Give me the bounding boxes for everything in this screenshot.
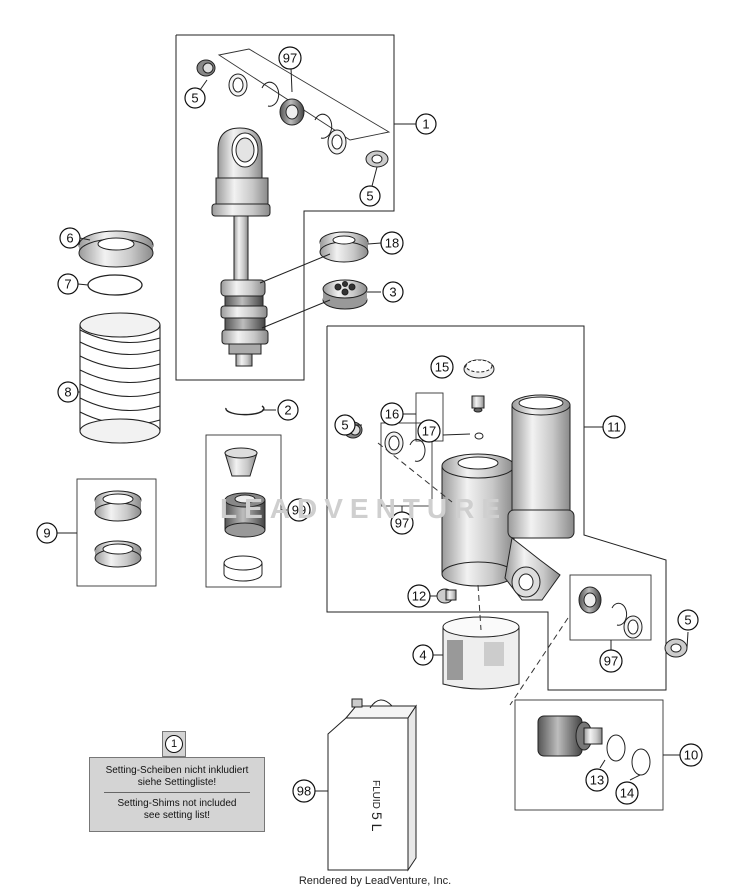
svg-text:9: 9 [43, 526, 50, 541]
setting-shims-note: Setting-Scheiben nicht inkludiert siehe … [89, 757, 265, 832]
part-5-bushing-top [196, 59, 216, 77]
callout-4: 4 [412, 644, 434, 666]
callout-7: 7 [57, 273, 79, 295]
note-line-german-1: Setting-Scheiben nicht inkludiert [105, 765, 249, 776]
callout-97-middle: 97 [390, 511, 414, 535]
part-97-shim-set-top [228, 73, 347, 155]
svg-text:12: 12 [412, 589, 426, 604]
callout-5-reservoir: 5 [334, 414, 356, 436]
svg-text:99: 99 [292, 503, 306, 518]
part-3-valve [322, 279, 368, 310]
svg-text:10: 10 [684, 748, 698, 763]
callout-98: 98 [292, 779, 316, 803]
svg-text:97: 97 [283, 51, 297, 66]
note-line-german-2: siehe Settingliste! [137, 777, 217, 788]
part-7-retaining-ring [87, 274, 143, 296]
part-16-valve [471, 395, 485, 413]
part-15-cap [463, 359, 495, 379]
callout-5-top-right: 5 [359, 185, 381, 207]
leader-18 [259, 253, 331, 284]
group-box-99 [205, 434, 282, 588]
part-97-shims-lower [578, 586, 643, 639]
callout-97-lower: 97 [599, 649, 623, 673]
group-box-shim-set-97-top [217, 48, 391, 141]
callout-18: 18 [380, 231, 404, 255]
svg-text:16: 16 [385, 407, 399, 422]
part-1-shock-body [211, 127, 271, 367]
part-98-fluid-can [327, 698, 417, 872]
svg-text:1: 1 [422, 117, 429, 132]
callout-16: 16 [380, 402, 404, 426]
svg-text:98: 98 [297, 784, 311, 799]
group-box-shock-absorber [175, 34, 395, 381]
part-18-washer [319, 231, 369, 263]
callout-2: 2 [277, 399, 299, 421]
callout-1: 1 [415, 113, 437, 135]
callout-6: 6 [59, 227, 81, 249]
render-credit: Rendered by LeadVenture, Inc. [298, 875, 452, 887]
part-99-seal-kit [223, 447, 266, 582]
callout-8: 8 [57, 381, 79, 403]
svg-text:15: 15 [435, 360, 449, 375]
leader-dashed-4 [477, 584, 482, 631]
part-6-spring-seat [78, 230, 154, 268]
part-17-oring [474, 432, 484, 440]
group-box-reservoir [326, 325, 667, 691]
part-5-bushing-right [365, 150, 389, 168]
svg-text:3: 3 [389, 285, 396, 300]
svg-text:8: 8 [64, 385, 71, 400]
note-line-english-2: see setting list! [143, 810, 211, 821]
svg-text:11: 11 [607, 420, 621, 435]
note-reference-badge: 1 [162, 731, 186, 757]
callout-17: 17 [417, 419, 441, 443]
callout-9: 9 [36, 522, 58, 544]
callout-12: 12 [407, 584, 431, 608]
part-9-adjusting-nuts [94, 490, 142, 568]
svg-text:2: 2 [284, 403, 291, 418]
svg-text:5: 5 [684, 613, 691, 628]
leader-dashed-10 [509, 617, 569, 706]
group-box-10 [514, 699, 664, 811]
part-10-compression-adjuster [537, 715, 651, 776]
part-97-shims-middle [384, 431, 426, 462]
callout-13: 13 [585, 768, 609, 792]
callout-11: 11 [602, 415, 626, 439]
svg-text:5: 5 [366, 189, 373, 204]
callout-5-top-left: 5 [184, 87, 206, 109]
note-divider [104, 792, 250, 793]
svg-text:13: 13 [590, 773, 604, 788]
callout-3: 3 [382, 281, 404, 303]
svg-text:7: 7 [64, 277, 71, 292]
callout-99: 99 [287, 498, 311, 522]
callout-14: 14 [615, 781, 639, 805]
svg-text:97: 97 [604, 654, 618, 669]
leader-dashed-reservoir [377, 442, 453, 503]
svg-text:4: 4 [419, 648, 426, 663]
note-reference-number: 1 [165, 735, 183, 753]
callout-97-top: 97 [278, 46, 302, 70]
callout-10: 10 [679, 743, 703, 767]
part-8-spring [79, 312, 161, 444]
svg-text:5: 5 [341, 418, 348, 433]
note-line-english-1: Setting-Shims not included [117, 798, 237, 809]
part-12-bleed-screw [436, 588, 457, 604]
can-label-fluid: FLUID [370, 780, 381, 809]
group-box-97-middle [380, 422, 433, 507]
svg-text:18: 18 [385, 236, 399, 251]
svg-text:5: 5 [191, 91, 198, 106]
callout-15: 15 [430, 355, 454, 379]
svg-text:6: 6 [66, 231, 73, 246]
svg-text:17: 17 [422, 424, 436, 439]
svg-text:97: 97 [395, 516, 409, 531]
svg-text:14: 14 [620, 786, 634, 801]
part-11-reservoir-housing [441, 394, 575, 601]
callout-5-lower: 5 [677, 609, 699, 631]
part-2-snap-ring [225, 405, 265, 416]
part-5-bushing-lower [664, 638, 688, 658]
watermark: LEADVENTURE [220, 493, 508, 524]
can-label-volume: 5 L [369, 812, 385, 832]
leader-3 [261, 299, 331, 329]
callout-leaders [57, 67, 689, 792]
